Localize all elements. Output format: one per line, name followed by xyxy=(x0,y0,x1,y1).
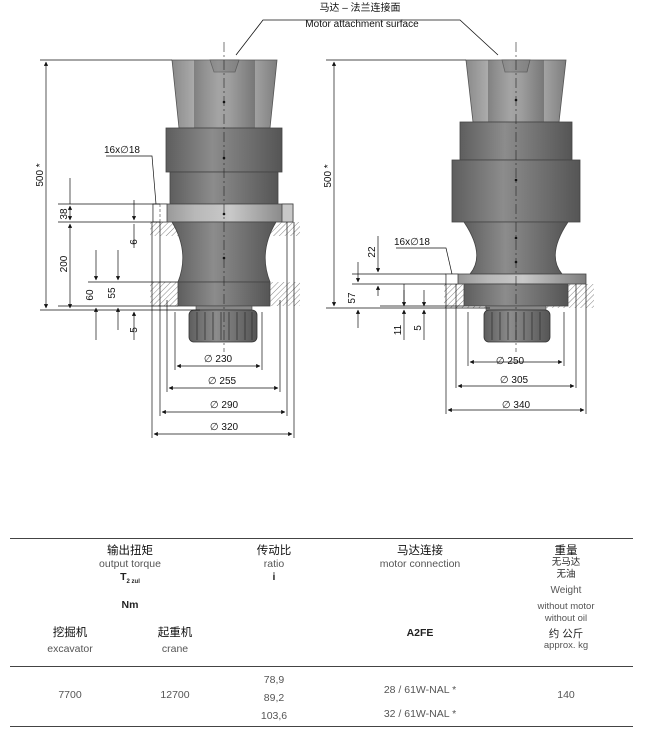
spec-table: 输出扭矩 output torque T2 zul Nm 挖掘机 excavat… xyxy=(0,535,653,729)
right-gearbox xyxy=(444,42,594,352)
motor-surface-leader-left xyxy=(235,19,420,56)
left-dia-230: ∅ 230 xyxy=(204,354,233,365)
crane-value: 12700 xyxy=(160,689,190,701)
right-dim-11: 11 xyxy=(393,324,404,335)
left-dim-200: 200 xyxy=(59,255,70,272)
left-dim-6: 6 xyxy=(129,239,140,245)
motor-surface-leader-right xyxy=(420,19,499,56)
table-header-rule xyxy=(10,666,633,667)
weight-note-zh-2: 无油 xyxy=(556,569,576,580)
left-dim-38: 38 xyxy=(59,208,70,220)
motor-value: 28 / 61W-NAL * xyxy=(383,684,457,696)
crane-zh: 起重机 xyxy=(157,627,193,639)
left-dia-255: ∅ 255 xyxy=(208,376,237,387)
torque-unit: Nm xyxy=(121,599,139,612)
weight-note-en-1: without motor xyxy=(537,601,595,612)
torque-zh: 输出扭矩 xyxy=(107,545,153,557)
torque-en: output torque xyxy=(99,558,161,570)
right-dim-5: 5 xyxy=(413,325,424,331)
left-dia-320: ∅ 320 xyxy=(210,422,239,433)
motor-type: A2FE xyxy=(406,627,434,639)
crane-en: crane xyxy=(161,643,189,655)
motor-value: 32 / 61W-NAL * xyxy=(383,708,457,720)
right-holes-label: 16x∅18 xyxy=(394,237,430,248)
torque-sym: T xyxy=(120,571,127,583)
torque-symbol: T2 zul xyxy=(70,571,190,589)
crane-header: 起重机 crane xyxy=(135,627,215,656)
right-dia-250: ∅ 250 xyxy=(496,356,525,367)
left-gearbox xyxy=(150,42,300,352)
ratio-header: 传动比 ratio i xyxy=(234,545,314,584)
ratio-symbol: i xyxy=(272,571,276,583)
ratio-value: 78,9 xyxy=(263,674,285,686)
table-top-rule xyxy=(10,538,633,539)
motor-header: 马达连接 motor connection A2FE xyxy=(360,545,480,640)
weight-unit-en: approx. kg xyxy=(543,640,589,651)
excavator-header: 挖掘机 excavator xyxy=(30,627,110,656)
technical-drawing: 马达 – 法兰连接面 Motor attachment surface xyxy=(35,1,594,438)
right-dim-500: 500 * xyxy=(323,164,334,187)
right-dia-340: ∅ 340 xyxy=(502,400,531,411)
weight-header: 重量 无马达 无油 Weight without motor without o… xyxy=(520,545,612,652)
right-dim-22: 22 xyxy=(367,246,378,258)
weight-value: 140 xyxy=(557,689,575,701)
ratio-value: 103,6 xyxy=(260,710,288,722)
torque-header: 输出扭矩 output torque T2 zul Nm xyxy=(70,545,190,612)
left-dim-500: 500 * xyxy=(35,163,46,186)
torque-sub: 2 zul xyxy=(126,579,140,586)
left-holes-label: 16x∅18 xyxy=(104,145,140,156)
weight-en: Weight xyxy=(550,585,582,596)
ratio-value: 89,2 xyxy=(263,692,285,704)
left-dim-60: 60 xyxy=(85,289,96,301)
weight-note-zh-1: 无马达 xyxy=(551,557,581,568)
left-dim-5: 5 xyxy=(129,327,140,333)
excavator-en: excavator xyxy=(47,643,93,655)
table-bottom-rule xyxy=(10,726,633,727)
motor-surface-label-en: Motor attachment surface xyxy=(305,19,419,30)
motor-values: 28 / 61W-NAL * 32 / 61W-NAL * xyxy=(360,678,480,726)
ratio-zh: 传动比 xyxy=(256,545,292,557)
motor-surface-label-zh: 马达 – 法兰连接面 xyxy=(319,1,400,14)
motor-en: motor connection xyxy=(379,558,461,570)
left-dia-290: ∅ 290 xyxy=(210,400,239,411)
ratio-en: ratio xyxy=(263,558,285,570)
right-dim-57: 57 xyxy=(347,292,358,304)
excavator-zh: 挖掘机 xyxy=(52,627,88,639)
right-dia-305: ∅ 305 xyxy=(500,375,529,386)
weight-unit-zh: 约 公斤 xyxy=(548,628,584,640)
ratio-values: 78,9 89,2 103,6 xyxy=(234,671,314,725)
weight-zh: 重量 xyxy=(554,545,578,557)
motor-zh: 马达连接 xyxy=(397,545,443,557)
excavator-value: 7700 xyxy=(58,689,82,701)
weight-note-en-2: without oil xyxy=(544,613,588,624)
left-dim-55: 55 xyxy=(107,287,118,299)
